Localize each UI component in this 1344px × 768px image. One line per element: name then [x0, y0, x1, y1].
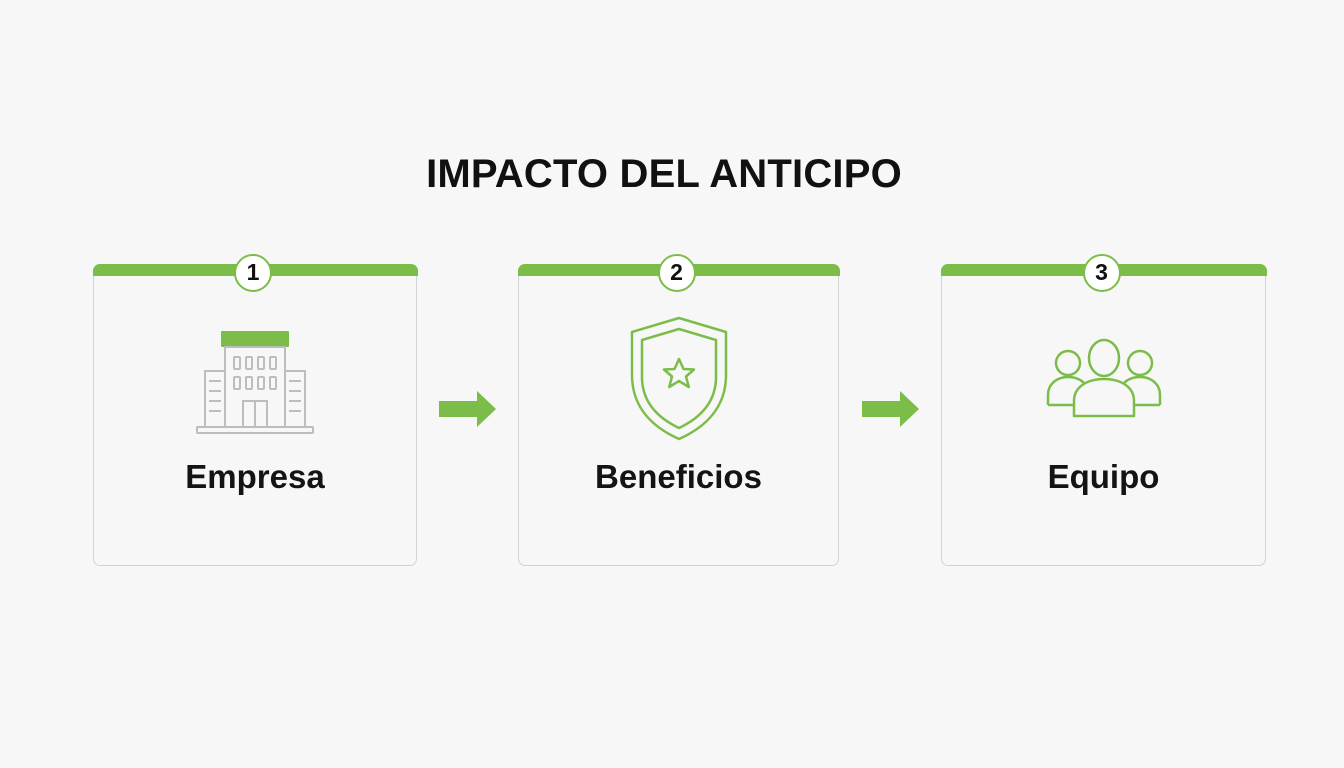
step-number-badge: 3 [1082, 254, 1121, 292]
shield-star-icon [630, 316, 727, 441]
building-icon [196, 331, 314, 434]
step-label: Beneficios [595, 458, 762, 495]
team-icon [1046, 338, 1161, 418]
step-label: Equipo [1047, 458, 1160, 495]
arrow-right-icon [862, 391, 919, 427]
step-number-badge: 1 [234, 254, 272, 292]
step-label: Empresa [185, 458, 325, 495]
step-number-badge: 2 [657, 254, 696, 292]
step-card-empresa: 1 [92, 254, 418, 566]
diagram-title: IMPACTO DEL ANTICIPO [426, 152, 902, 196]
arrow-right-icon [439, 391, 496, 427]
step-card-equipo: 3 Equipo [940, 254, 1267, 566]
step-card-beneficios: 2 Beneficios [517, 254, 840, 566]
